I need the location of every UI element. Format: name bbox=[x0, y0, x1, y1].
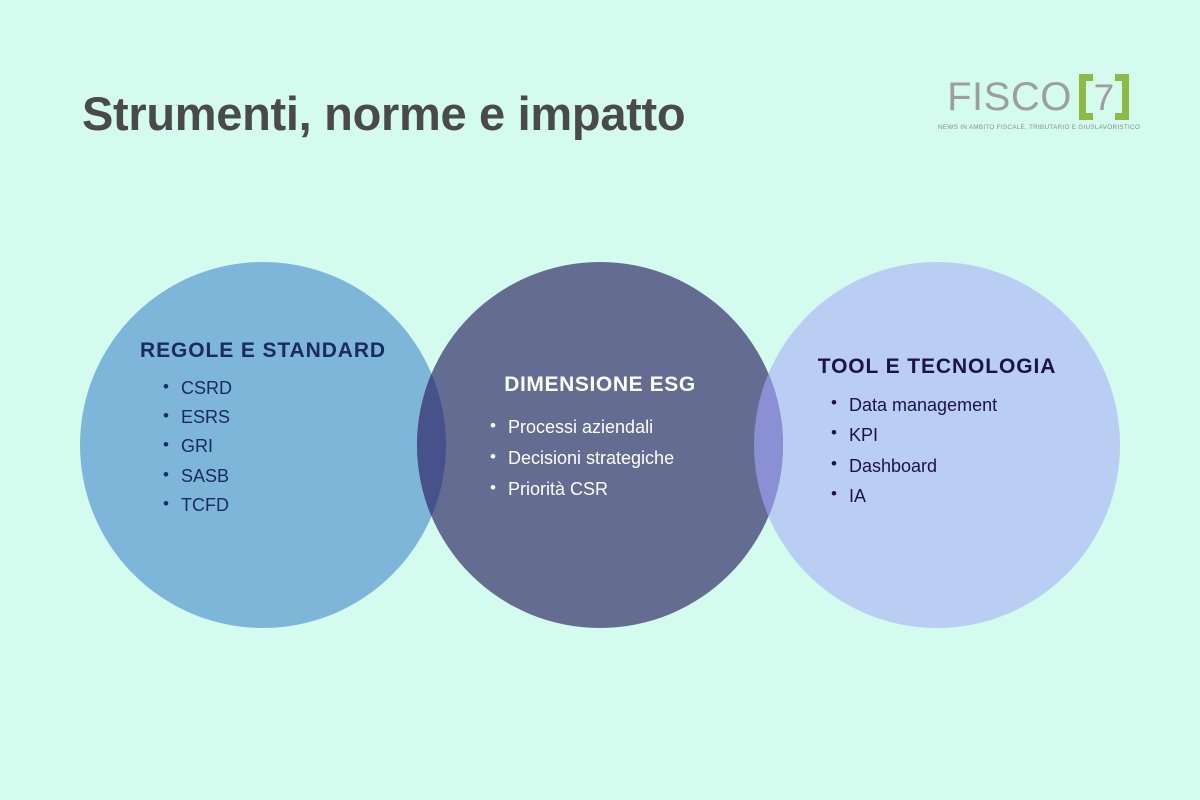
list-item: Decisioni strategiche bbox=[486, 442, 750, 474]
fisco7-logo: FISCO 7 NEWS IN AMBITO FISCALE, TRIBUTAR… bbox=[938, 74, 1141, 131]
list-item: Processi aziendali bbox=[486, 411, 750, 443]
venn-group-tool-e-tecnologia: TOOL E TECNOLOGIA Data management KPI Da… bbox=[787, 354, 1087, 511]
group-title-regole-e-standard: REGOLE E STANDARD bbox=[140, 339, 386, 362]
logo-mark: FISCO 7 bbox=[938, 74, 1138, 120]
list-item: Data management bbox=[827, 389, 1087, 420]
group-title-dimensione-esg: DIMENSIONE ESG bbox=[504, 373, 696, 396]
group-list-dimensione-esg: Processi aziendali Decisioni strategiche… bbox=[450, 411, 750, 505]
group-title-tool-e-tecnologia: TOOL E TECNOLOGIA bbox=[817, 355, 1057, 378]
list-item: IA bbox=[827, 480, 1087, 511]
list-item: SASB bbox=[159, 460, 413, 491]
list-item: ESRS bbox=[159, 402, 413, 432]
venn-group-regole-e-standard: REGOLE E STANDARD CSRD ESRS GRI SASB TCF… bbox=[113, 338, 413, 520]
page-title: Strumenti, norme e impatto bbox=[82, 87, 686, 140]
list-item: Dashboard bbox=[827, 449, 1087, 481]
list-item: CSRD bbox=[159, 373, 413, 403]
group-list-tool-e-tecnologia: Data management KPI Dashboard IA bbox=[787, 389, 1087, 511]
logo-number: 7 bbox=[1093, 76, 1115, 118]
venn-group-dimensione-esg: DIMENSIONE ESG Processi aziendali Decisi… bbox=[450, 372, 750, 505]
logo-wordmark: FISCO bbox=[947, 75, 1072, 119]
logo-tagline: NEWS IN AMBITO FISCALE, TRIBUTARIO E GIU… bbox=[938, 124, 1141, 131]
list-item: Priorità CSR bbox=[486, 473, 750, 505]
list-item: GRI bbox=[159, 431, 413, 461]
logo-bracket-icon: 7 bbox=[1078, 74, 1129, 120]
list-item: TCFD bbox=[159, 490, 413, 520]
group-list-regole-e-standard: CSRD ESRS GRI SASB TCFD bbox=[113, 373, 413, 520]
list-item: KPI bbox=[827, 419, 1087, 450]
